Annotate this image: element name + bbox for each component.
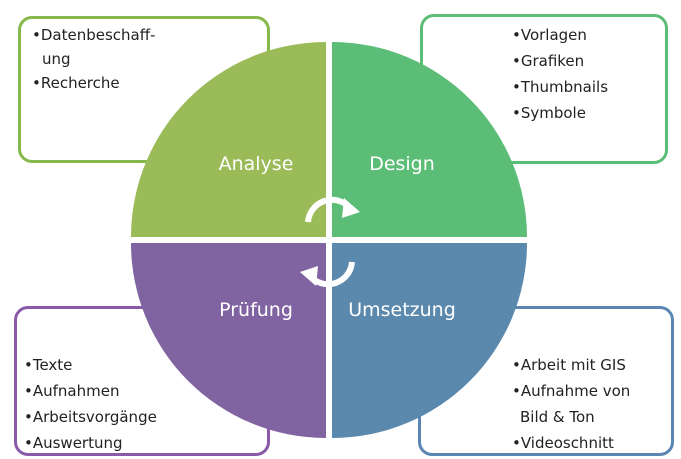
quadrant-label-pruefung: Prüfung xyxy=(219,299,293,321)
cycle-arrows-icon xyxy=(300,196,360,288)
list-item: •Thumbnails xyxy=(512,78,609,96)
analyse-detail-list: •Datenbeschaff- ung •Recherche xyxy=(32,22,155,96)
quadrant-pruefung xyxy=(131,243,326,438)
quadrant-label-design: Design xyxy=(369,153,435,175)
pruefung-detail-list: •Texte •Aufnahmen •Arbeitsvorgänge •Ausw… xyxy=(24,352,157,456)
list-item: •Arbeit mit GIS xyxy=(512,356,626,374)
list-item: •Aufnahmen xyxy=(24,382,120,400)
list-item: •Grafiken xyxy=(512,52,585,70)
list-item: •Datenbeschaff- xyxy=(32,26,156,44)
quadrant-analyse xyxy=(131,42,326,237)
design-detail-list: •Vorlagen •Grafiken •Thumbnails •Symbole xyxy=(512,22,608,126)
list-item: Bild & Ton xyxy=(520,408,595,426)
quadrant-umsetzung xyxy=(332,243,527,438)
quadrant-label-umsetzung: Umsetzung xyxy=(348,299,456,321)
list-item: •Texte xyxy=(24,356,73,374)
list-item: •Videoschnitt xyxy=(512,434,614,452)
list-item: ung xyxy=(42,50,71,68)
list-item: •Auswertung xyxy=(24,434,123,452)
quadrant-design xyxy=(332,42,527,237)
list-item: •Arbeitsvorgänge xyxy=(24,408,157,426)
list-item: •Symbole xyxy=(512,104,586,122)
list-item: •Vorlagen xyxy=(512,26,587,44)
list-item: •Aufnahme von xyxy=(512,382,631,400)
umsetzung-detail-list: •Arbeit mit GIS •Aufnahme von Bild & Ton… xyxy=(512,352,630,456)
list-item: •Recherche xyxy=(32,74,120,92)
quadrant-label-analyse: Analyse xyxy=(219,153,294,175)
